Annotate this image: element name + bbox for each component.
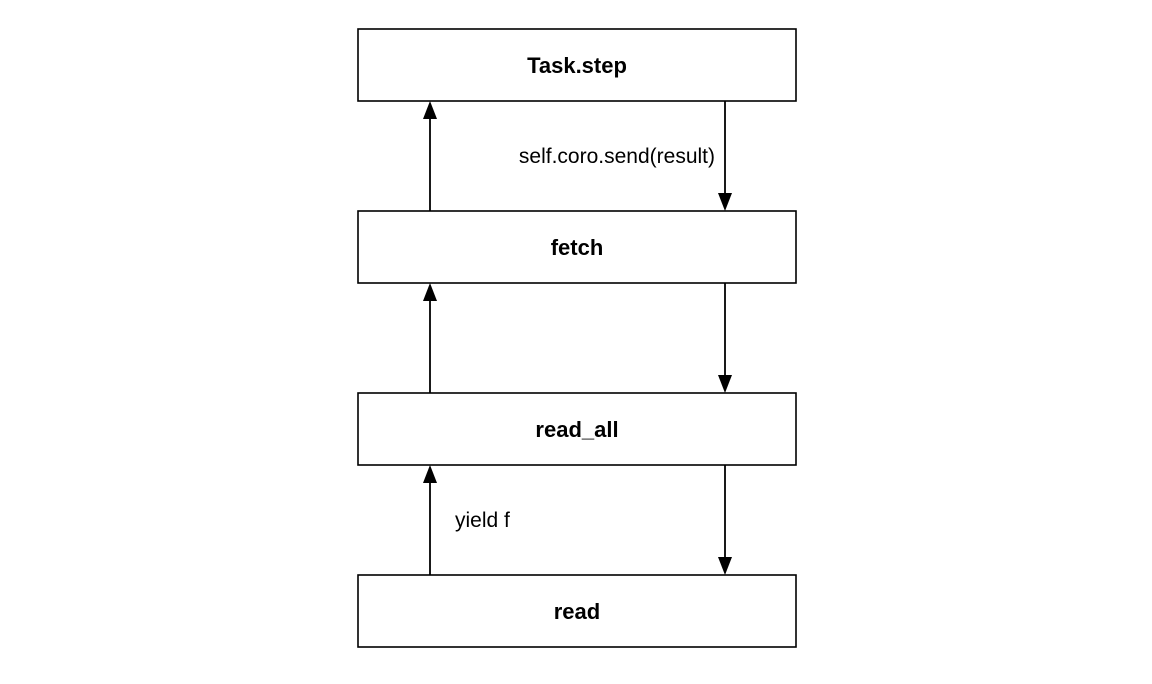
arrowhead — [423, 283, 437, 301]
arrowhead — [423, 465, 437, 483]
node-read-all: read_all — [357, 392, 797, 466]
edge-yield-read-to-readall: yield f — [423, 465, 510, 575]
node-read: read — [357, 574, 797, 648]
node-box — [357, 28, 797, 102]
edge-yield-readall-to-fetch — [423, 283, 437, 393]
node-label: Task.step — [527, 53, 627, 78]
node-label: fetch — [551, 235, 604, 260]
node-label: read — [554, 599, 600, 624]
arrowhead — [718, 375, 732, 393]
node-label: read_all — [535, 417, 618, 442]
node-box — [357, 574, 797, 648]
arrowhead — [718, 557, 732, 575]
node-box — [357, 210, 797, 284]
edges-layer: self.coro.send(result) yield f — [423, 101, 732, 575]
node-box — [357, 392, 797, 466]
node-task-step: Task.step — [357, 28, 797, 102]
edge-label: yield f — [455, 509, 510, 532]
edge-send-readall-to-read — [718, 465, 732, 575]
arrowhead — [423, 101, 437, 119]
edge-send-fetch-to-readall — [718, 283, 732, 393]
edge-yield-fetch-to-task — [423, 101, 437, 211]
edge-label: self.coro.send(result) — [519, 145, 715, 168]
node-fetch: fetch — [357, 210, 797, 284]
arrowhead — [718, 193, 732, 211]
edge-send-task-to-fetch: self.coro.send(result) — [519, 101, 732, 211]
